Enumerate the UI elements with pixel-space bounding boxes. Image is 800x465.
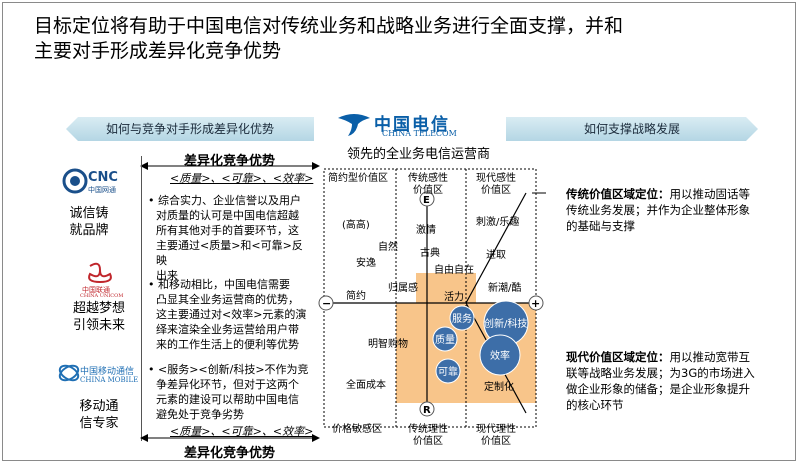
mobile-logo-icon [58, 364, 80, 382]
mobile-label: 移动通 信专家 [54, 398, 144, 432]
bullet-3-line: 元素的建设可以帮助中国电信 [156, 393, 299, 406]
unicom-label-line2: 引领未来 [72, 318, 125, 333]
bullet-3-line: 避免处于竞争劣势 [156, 408, 244, 421]
word-jinqu: 进取 [486, 249, 506, 261]
modern-positioning: 现代价值区域定位：用以推动宽带互联等战略业务发展；为3G的市场进入做企业形象的储… [566, 349, 756, 413]
word-ziran: 自然 [378, 240, 398, 253]
left-header: 差异化竞争优势 [184, 154, 276, 169]
bubble-kekao [435, 358, 461, 384]
word-ciji: 刺激/乐趣 [476, 215, 519, 228]
mobile-label-line2: 信专家 [79, 416, 119, 431]
left-divider [141, 156, 142, 441]
word-gudian: 古典 [420, 246, 440, 259]
axis-right-label: + [531, 297, 540, 310]
bullet-3-line: 争差异化环节，但对于这两个 [156, 378, 299, 391]
bullet-1: • 综合实力、企业信誉以及用户 对质量的认可是中国电信超越 所有其他对手的首要环… [148, 193, 313, 283]
logo-en: CHINA TELECOM [382, 129, 457, 138]
word-xiaolv: 效率 [490, 349, 510, 362]
cnc-logo-icon [62, 168, 88, 194]
word-xinchao: 新潮/酷 [488, 281, 521, 294]
bullet-3-line: • <服务><创新/科技>不作为竞 [148, 363, 309, 376]
col-top-3a: 现代感性 [476, 171, 516, 184]
logo-caption: 领先的全业务电信运营商 [347, 147, 491, 162]
unicom-logo-icon [88, 262, 112, 284]
bubble-fuwu [449, 305, 475, 331]
title-line-2: 主要对手形成差异化竞争优势 [34, 40, 282, 62]
logo-cn: 中国电信 [374, 115, 450, 135]
traditional-title: 传统价值区域定位： [566, 187, 670, 201]
bullet-2-line: • 和移动相比，中国电信需要 [148, 278, 290, 291]
axis-left-label: − [322, 297, 331, 310]
col-bottom-2b: 价值区 [413, 434, 443, 447]
word-guishu: 归属感 [388, 281, 418, 294]
bullet-3: • <服务><创新/科技>不作为竞 争差异化环节，但对于这两个 元素的建设可以帮… [148, 362, 313, 422]
mobile-label-line1: 移动通 [79, 399, 119, 414]
col-top-2b: 价值区 [413, 183, 443, 196]
traditional-positioning: 传统价值区域定位：用以推动固话等传统业务发展；并作为企业整体形象的基础与支撑 [566, 186, 756, 234]
cnc-label-line2: 就品牌 [69, 223, 109, 238]
bullet-2-line: 这主要通过对<效率>元素的演 [156, 308, 307, 321]
banner-left: 如何与竞争对手形成差异化优势 [66, 117, 314, 141]
bullet-1-line: • 综合实力、企业信誉以及用户 [148, 194, 301, 207]
word-kekao: 可靠 [438, 365, 458, 378]
col-bottom-2a: 传统理性 [408, 422, 448, 435]
unicom-label-line1: 超越梦想 [72, 301, 125, 316]
word-dingzhi: 定制化 [484, 380, 514, 393]
word-quanmian: 全面成本 [346, 378, 386, 391]
col-bottom-3b: 价值区 [481, 434, 511, 447]
bullet-2: • 和移动相比，中国电信需要 凸显其全业务运营商的优势， 这主要通过对<效率>元… [148, 277, 313, 352]
unicom-logo-text: 中国联通 [82, 286, 110, 294]
china-telecom-logo: 中国电信 CHINA TELECOM [334, 110, 494, 138]
cnc-logo-sub: 中国网通 [88, 186, 116, 194]
mobile-logo-sub: CHINA MOBILE [80, 376, 139, 384]
cnc-label-line1: 诚信铸 [69, 206, 109, 221]
mobile-logo-text: 中国移动通信 [80, 367, 135, 377]
axis-top-label: E [423, 195, 430, 206]
bullet-2-line: 来的工作生活上的便利等优势 [156, 338, 299, 351]
axis-bottom-label: R [423, 405, 431, 416]
left-footer-arrow [140, 434, 320, 442]
bubble-zhiliang [432, 326, 458, 352]
cnc-label: 诚信铸 就品牌 [44, 205, 134, 239]
col-top-1: 简约型价值区 [328, 171, 388, 184]
modern-title: 现代价值区域定位： [566, 350, 670, 364]
word-zhiliang: 质量 [435, 334, 455, 346]
bullet-1-line: 所有其他对手的首要环节，这 [156, 224, 299, 237]
unicom-logo-sub: CHINA UNICOM [80, 293, 124, 299]
word-ziyou: 自由自在 [434, 263, 474, 276]
word-chuangxin: 创新/科技 [484, 317, 527, 330]
word-jiqing: 激情 [416, 223, 436, 236]
bullet-2-line: 凸显其全业务运营商的优势， [156, 293, 299, 306]
traditional-body: 用以推动固话等传统业务发展；并作为企业整体形象的基础与支撑 [566, 187, 750, 233]
bullet-1-line: 出来 [156, 269, 178, 282]
col-top-2a: 传统感性 [408, 171, 448, 184]
unicom-label: 超越梦想 引领未来 [54, 300, 144, 334]
bullet-1-line: 主要通过<质量>和<可靠>反映 [156, 239, 303, 267]
col-top-3b: 价值区 [481, 183, 511, 196]
left-header-sub: <质量>、<可靠>、<效率> [170, 172, 314, 185]
col-bottom-3a: 现代理性 [476, 422, 516, 435]
bullet-1-line: 对质量的认可是中国电信超越 [156, 209, 299, 222]
banner-right: 如何支撑战略发展 [506, 117, 758, 141]
value-matrix: E R − + 简约型价值区 传统感性 价值区 现代感性 价值区 价格敏感区 传… [318, 168, 546, 447]
left-header-arrow [140, 162, 320, 170]
slide-title: 目标定位将有助于中国电信对传统业务和战略业务进行全面支撑，并和 主要对手形成差异… [34, 14, 774, 64]
word-jianyue: 简约 [346, 289, 366, 302]
bubble-xiaolv [479, 334, 521, 376]
bullet-2-line: 绎来渲染全业务运营给用户带 [156, 323, 299, 336]
col-bottom-1: 价格敏感区 [332, 422, 382, 435]
china-telecom-logo-icon [338, 114, 370, 136]
word-huoli: 活力 [444, 290, 464, 303]
word-gaogao: (高高) [342, 218, 370, 231]
title-line-1: 目标定位将有助于中国电信对传统业务和战略业务进行全面支撑，并和 [34, 15, 624, 37]
word-mingzhi: 明智购物 [368, 337, 408, 350]
word-fuwu: 服务 [452, 312, 472, 325]
modern-body: 用以推动宽带互联等战略业务发展；为3G的市场进入做企业形象的储备；是企业形象提升… [566, 350, 755, 412]
left-footer-sub: <质量>、<可靠>、<效率> [170, 425, 314, 438]
left-footer: 差异化竞争优势 [184, 446, 276, 461]
word-anyi: 安逸 [356, 256, 376, 269]
cnc-logo-text: CNC [88, 170, 118, 185]
